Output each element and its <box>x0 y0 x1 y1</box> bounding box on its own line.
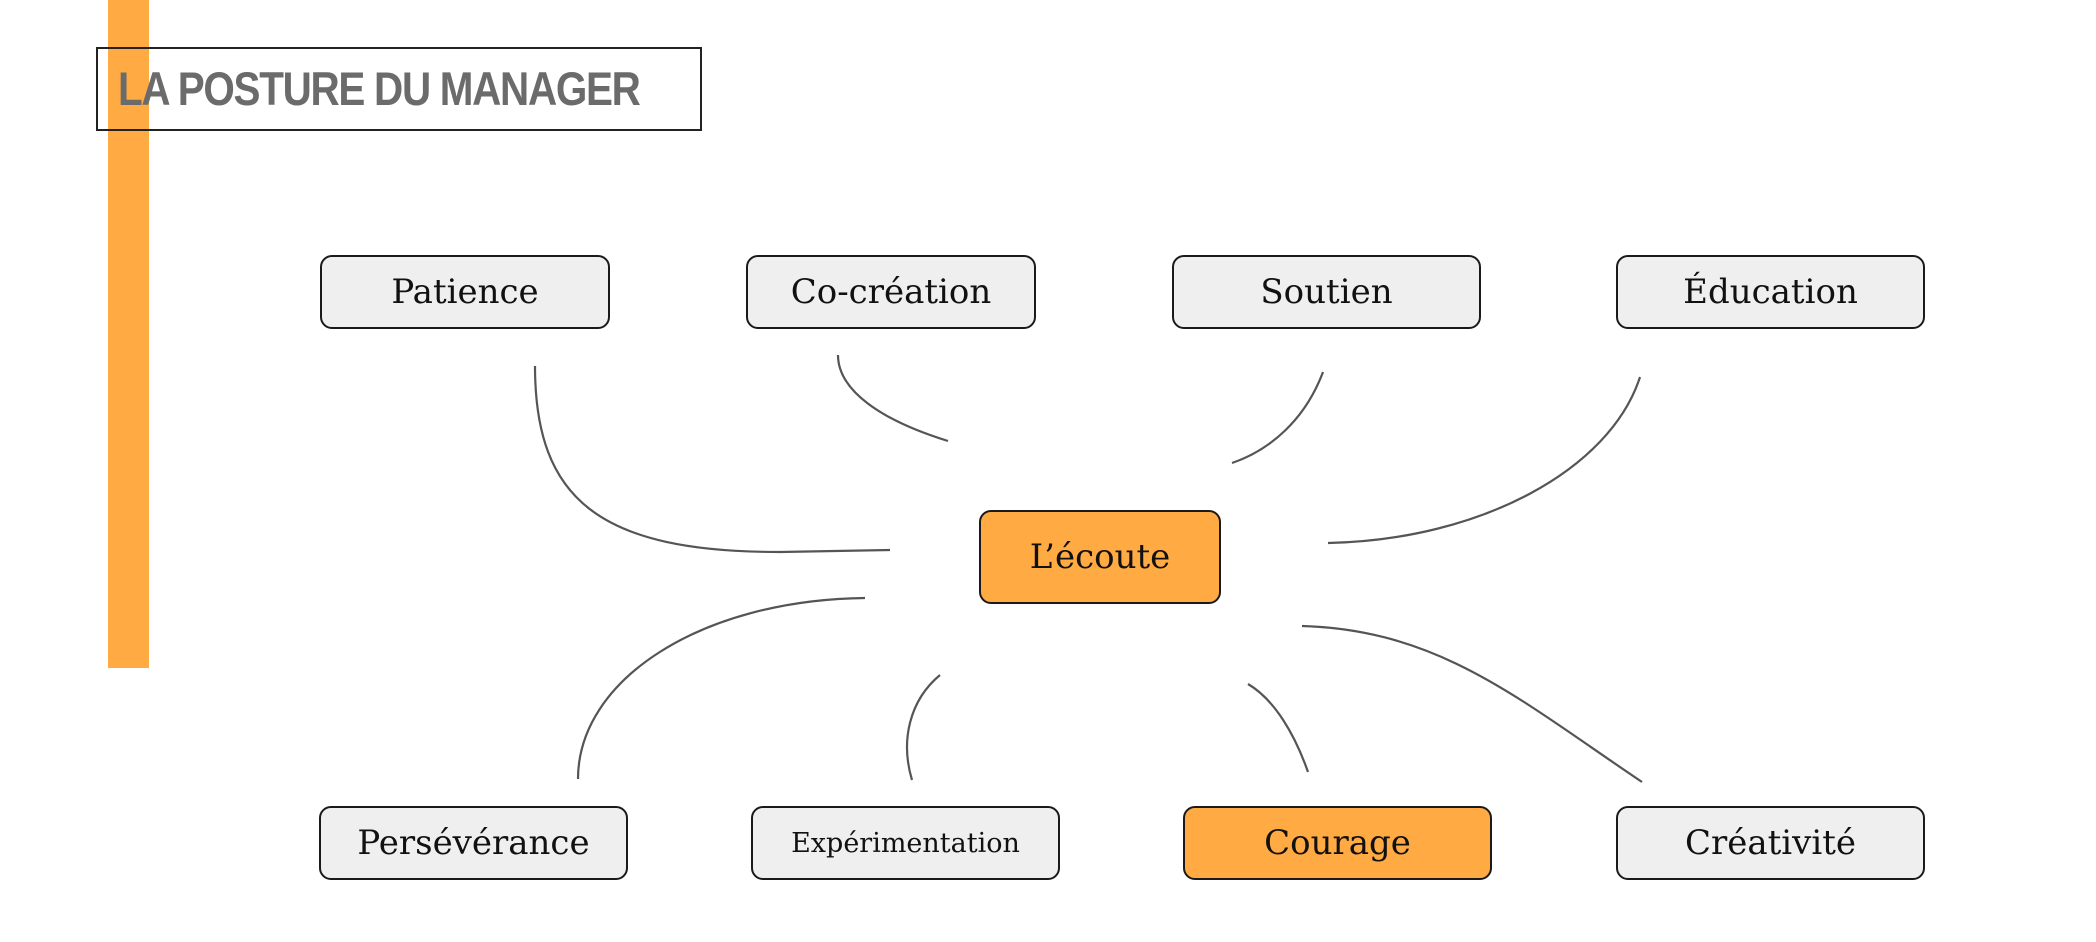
node-label: Expérimentation <box>791 827 1020 859</box>
node-co-creation: Co-création <box>746 255 1036 329</box>
connector-creativite <box>1301 624 1643 783</box>
page-title: LA POSTURE DU MANAGER <box>118 62 641 115</box>
connector-soutien <box>1231 371 1325 465</box>
connector-patience <box>533 365 891 554</box>
node-center-ecoute: L’écoute <box>979 510 1221 604</box>
connector-courage <box>1247 683 1310 773</box>
node-label: Créativité <box>1684 823 1857 863</box>
node-label: L’écoute <box>1029 537 1171 577</box>
node-label: Éducation <box>1683 272 1858 312</box>
node-label: Co-création <box>790 272 992 312</box>
connector-education <box>1327 376 1642 545</box>
accent-bar <box>108 0 149 668</box>
connector-perseverance <box>576 596 866 780</box>
node-education: Éducation <box>1616 255 1925 329</box>
node-patience: Patience <box>320 255 610 329</box>
node-courage: Courage <box>1183 806 1492 880</box>
node-experimentation: Expérimentation <box>751 806 1060 880</box>
connector-experimentation <box>905 674 941 781</box>
node-creativite: Créativité <box>1616 806 1925 880</box>
page-title-box: LA POSTURE DU MANAGER <box>96 47 702 131</box>
node-label: Persévérance <box>357 823 590 863</box>
node-label: Patience <box>391 272 539 312</box>
node-label: Courage <box>1264 823 1411 863</box>
node-soutien: Soutien <box>1172 255 1481 329</box>
connector-co-creation <box>836 354 949 443</box>
node-perseverance: Persévérance <box>319 806 628 880</box>
node-label: Soutien <box>1260 272 1393 312</box>
